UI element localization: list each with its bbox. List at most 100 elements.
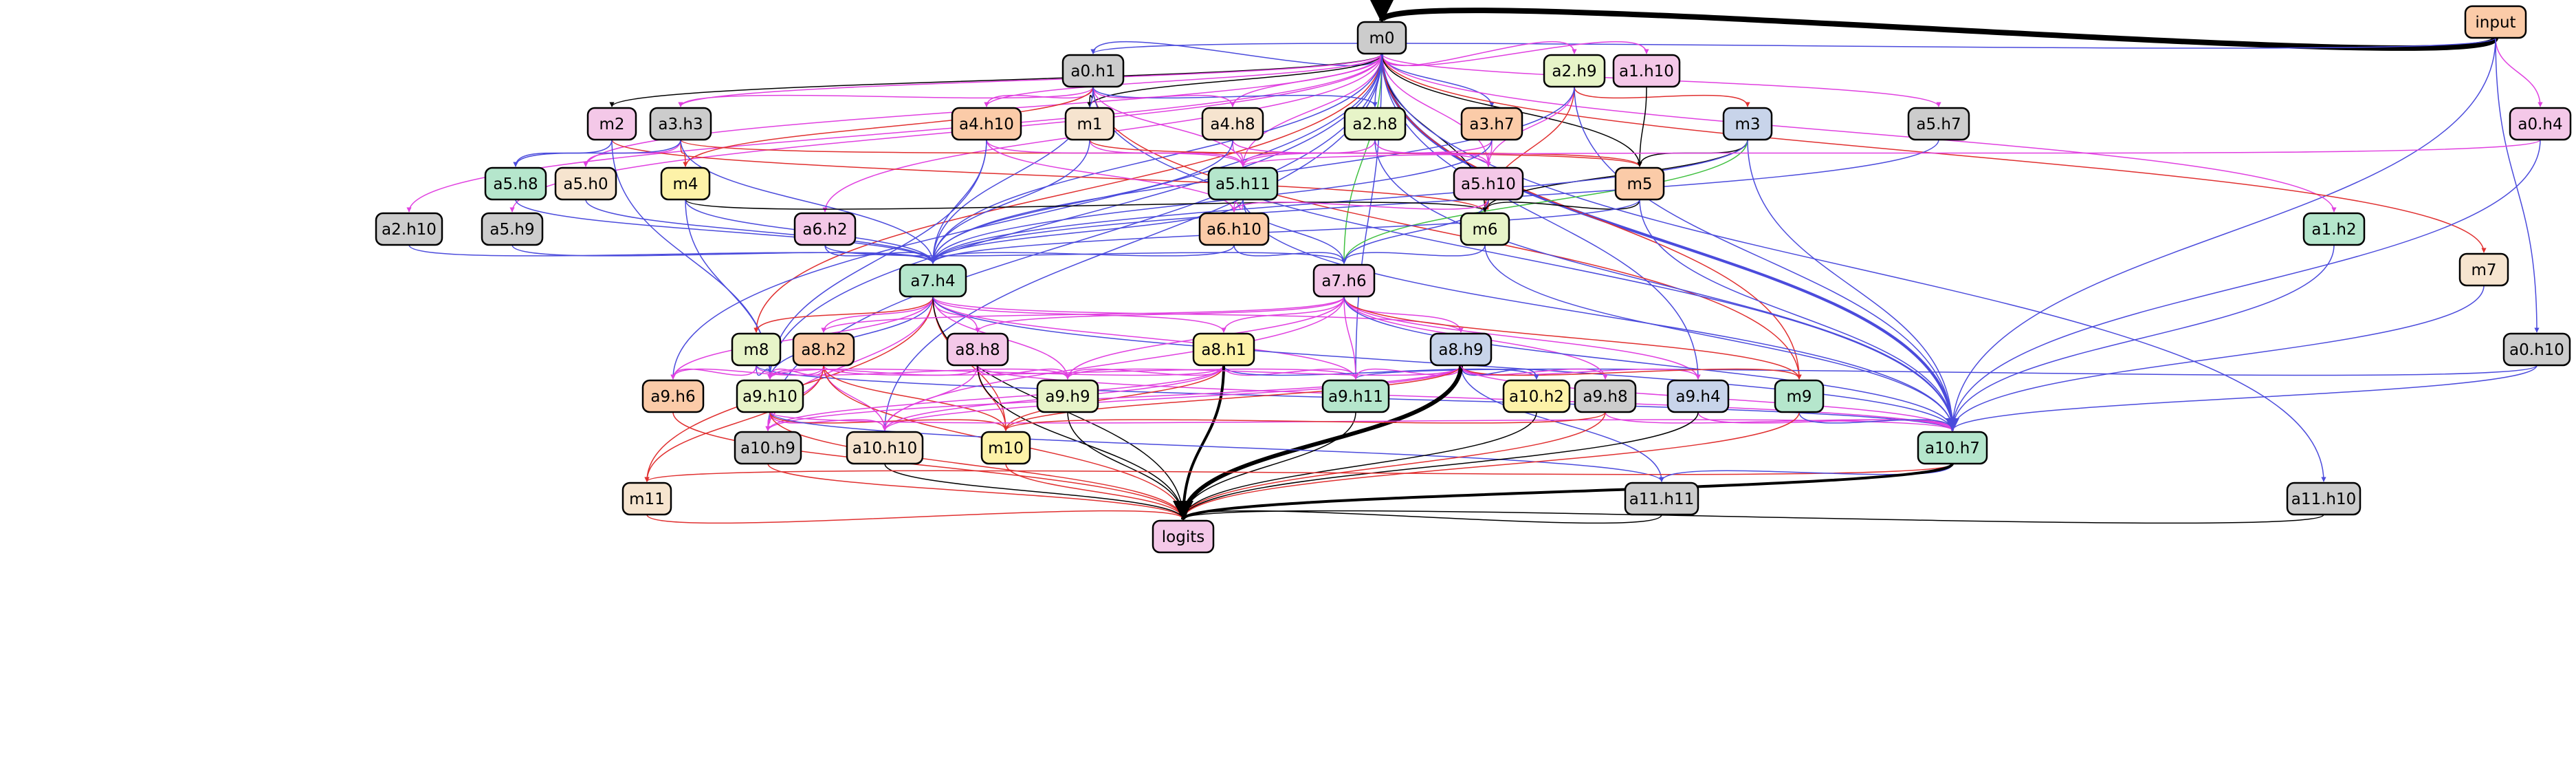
node-label: a7.h6 [1321, 272, 1366, 290]
node-a0h4[interactable]: a0.h4 [2509, 107, 2572, 141]
node-box [1312, 263, 1376, 298]
node-a11h10[interactable]: a11.h10 [2286, 482, 2362, 516]
node-label: a9.h10 [742, 388, 797, 406]
node-a6h10[interactable]: a6.h10 [1198, 212, 1270, 246]
node-a7h4[interactable]: a7.h4 [899, 263, 967, 298]
node-box [375, 212, 443, 246]
node-a9h10[interactable]: a9.h10 [736, 379, 804, 413]
node-a8h2[interactable]: a8.h2 [792, 332, 855, 367]
node-m10[interactable]: m10 [980, 431, 1031, 465]
node-label: a5.h8 [493, 175, 538, 193]
node-label: m1 [1077, 116, 1102, 133]
node-m5[interactable]: m5 [1614, 166, 1665, 201]
edge-a9h8-to-logits [1180, 411, 1606, 520]
edge-a0h10-to-a10h7 [1950, 365, 2538, 431]
node-a11h11[interactable]: a11.h11 [1624, 482, 1699, 516]
node-input[interactable]: input [2464, 5, 2527, 39]
node-a1h10[interactable]: a1.h10 [1612, 54, 1681, 88]
node-a2h8[interactable]: a2.h8 [1343, 107, 1407, 141]
node-a0h1[interactable]: a0.h1 [1061, 54, 1125, 88]
edge-a8h9-to-a9h4 [1460, 365, 1701, 380]
node-a1h2[interactable]: a1.h2 [2302, 212, 2366, 246]
edge-a4h10-to-a9h10 [767, 139, 987, 380]
node-a5h7[interactable]: a5.h7 [1907, 107, 1970, 141]
edge-m0-to-a3h3 [678, 53, 1383, 107]
node-m7[interactable]: m7 [2458, 252, 2509, 287]
node-a10h2[interactable]: a10.h2 [1502, 379, 1571, 413]
edge-a3h7-to-a5h10 [1486, 139, 1493, 167]
node-a10h9[interactable]: a10.h9 [734, 431, 802, 465]
node-a4h10[interactable]: a4.h10 [951, 107, 1022, 141]
edge-a0h1-to-a3h3 [678, 86, 1094, 107]
edge-m0-to-a5h11 [1240, 53, 1383, 167]
node-a5h9[interactable]: a5.h9 [481, 212, 544, 246]
edge-a3h7-to-a5h11 [1240, 139, 1493, 167]
node-a4h8[interactable]: a4.h8 [1201, 107, 1264, 141]
node-box [1064, 107, 1115, 141]
edge-m10-to-logits [1005, 463, 1186, 520]
node-a9h8[interactable]: a9.h8 [1574, 379, 1637, 413]
node-m4[interactable]: m4 [660, 166, 711, 201]
node-label: a3.h3 [658, 116, 703, 133]
node-label: a5.h11 [1215, 175, 1270, 193]
edge-a5h11-to-a7h4 [930, 199, 1244, 264]
edge-input-to-a0h4 [2495, 37, 2543, 107]
node-a10h7[interactable]: a10.h7 [1917, 431, 1988, 465]
node-a7h6[interactable]: a7.h6 [1312, 263, 1376, 298]
node-a8h8[interactable]: a8.h8 [946, 332, 1009, 367]
node-logits[interactable]: logits [1152, 519, 1215, 554]
edge-a9h4-to-a10h7 [1697, 411, 1955, 431]
node-label: logits [1162, 528, 1204, 546]
node-box [846, 431, 924, 465]
node-a6h2[interactable]: a6.h2 [793, 212, 857, 246]
node-a2h10[interactable]: a2.h10 [375, 212, 443, 246]
node-label: a8.h2 [801, 341, 846, 359]
node-label: a0.h4 [2518, 116, 2562, 133]
node-m9[interactable]: m9 [1774, 379, 1825, 413]
node-m6[interactable]: m6 [1460, 212, 1510, 246]
node-m0[interactable]: m0 [1356, 21, 1407, 55]
edge-a7h4-to-a8h9 [932, 296, 1464, 333]
node-a5h11[interactable]: a5.h11 [1207, 166, 1279, 201]
node-label: a11.h11 [1629, 490, 1695, 508]
node-label: input [2475, 14, 2516, 32]
node-m11[interactable]: m11 [621, 482, 672, 516]
edge-a8h9-to-a10h2 [1460, 365, 1539, 380]
edge-a9h8-to-a10h7 [1605, 411, 1955, 431]
node-a9h4[interactable]: a9.h4 [1666, 379, 1730, 413]
node-box [1429, 332, 1493, 367]
edge-a6h10-to-a7h6 [1233, 244, 1347, 264]
node-a3h7[interactable]: a3.h7 [1460, 107, 1523, 141]
node-box [554, 166, 617, 201]
node-a9h9[interactable]: a9.h9 [1036, 379, 1099, 413]
node-a8h9[interactable]: a8.h9 [1429, 332, 1493, 367]
node-a9h11[interactable]: a9.h11 [1321, 379, 1390, 413]
node-m3[interactable]: m3 [1722, 107, 1773, 141]
edge-a5h8-to-a7h4 [515, 199, 936, 264]
node-a8h1[interactable]: a8.h1 [1192, 332, 1255, 367]
node-m8[interactable]: m8 [731, 332, 782, 367]
edge-a2h10-to-a7h4 [408, 244, 936, 264]
node-label: a9.h9 [1045, 388, 1090, 406]
node-box [946, 332, 1009, 367]
node-a9h6[interactable]: a9.h6 [641, 379, 705, 413]
node-label: a10.h10 [852, 440, 918, 457]
node-box [2458, 252, 2509, 287]
node-a0h10[interactable]: a0.h10 [2502, 332, 2571, 367]
node-box [1722, 107, 1773, 141]
node-m2[interactable]: m2 [586, 107, 637, 141]
node-a5h10[interactable]: a5.h10 [1453, 166, 1524, 201]
node-box [1356, 21, 1407, 55]
node-a10h10[interactable]: a10.h10 [846, 431, 924, 465]
node-a2h9[interactable]: a2.h9 [1543, 54, 1606, 88]
edge-m9-to-a10h7 [1798, 411, 1955, 431]
edge-a10h10-to-logits [884, 463, 1186, 520]
node-m1[interactable]: m1 [1064, 107, 1115, 141]
node-box [586, 107, 637, 141]
node-a5h0[interactable]: a5.h0 [554, 166, 617, 201]
node-a3h3[interactable]: a3.h3 [649, 107, 712, 141]
node-a5h8[interactable]: a5.h8 [484, 166, 547, 201]
node-label: a11.h10 [2291, 490, 2357, 508]
edge-a0h4-to-a10h7 [1950, 139, 2541, 431]
edge-a10h7-to-m11 [644, 463, 1953, 482]
